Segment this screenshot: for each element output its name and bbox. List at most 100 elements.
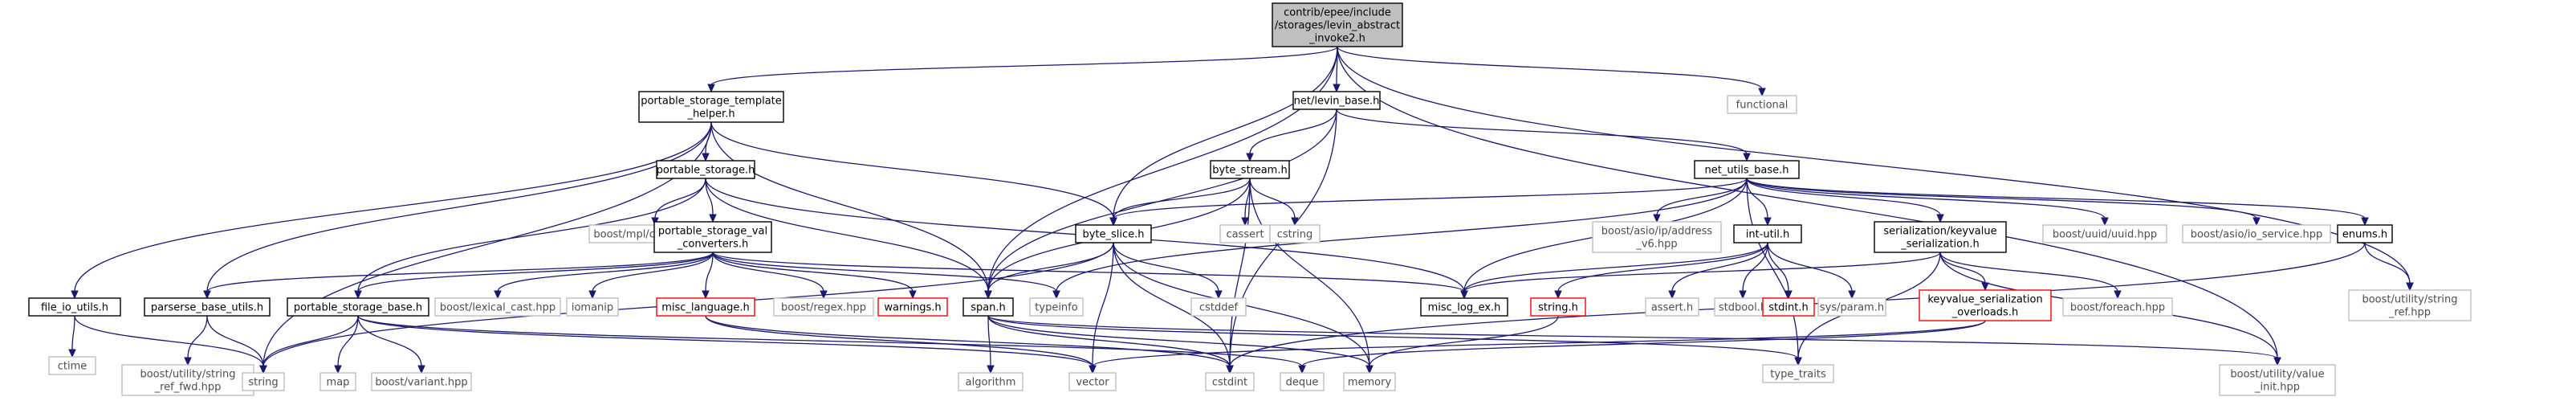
node-cassert: cassert: [1219, 224, 1271, 243]
node-foreach: boost/foreach.hpp: [2062, 297, 2173, 317]
edge-line: [1113, 46, 1338, 219]
node-string-h[interactable]: string.h: [1530, 297, 1586, 317]
node-box: [319, 372, 356, 391]
node-cstdint: cstdint: [1205, 372, 1255, 391]
edge-line: [1056, 178, 1748, 293]
node-box: [1530, 297, 1586, 317]
edge-arrowhead: [984, 290, 992, 300]
edge-line: [1671, 242, 1768, 293]
edge-arrowhead: [1739, 290, 1747, 300]
dependency-edge: [705, 178, 717, 223]
node-int-util[interactable]: int-util.h: [1733, 224, 1802, 243]
node-box: [2348, 289, 2472, 321]
dependency-edge: [184, 315, 208, 366]
dependency-edge: [259, 121, 712, 374]
node-deque: deque: [1280, 372, 1325, 391]
node-label: string.h: [1538, 302, 1578, 314]
node-iomanip: iomanip: [566, 297, 619, 317]
edge-line: [1463, 242, 1768, 293]
node-label: stdbool.h: [1719, 302, 1767, 314]
node-label: parserse_base_utils.h: [151, 302, 263, 314]
node-label: boost/foreach.hpp: [2070, 302, 2165, 314]
node-value-init: boost/utility/value_init.hpp: [2219, 364, 2336, 396]
node-byte-stream[interactable]: byte_stream.h: [1210, 160, 1290, 179]
node-psvc[interactable]: portable_storage_val_converters.h: [653, 221, 772, 253]
node-warnings[interactable]: warnings.h: [877, 297, 948, 317]
edge-arrowhead: [203, 290, 211, 300]
node-label: _ref.hpp: [2388, 307, 2431, 319]
node-label: portable_storage_template: [641, 96, 782, 108]
edge-line: [1336, 108, 1748, 155]
node-enums[interactable]: enums.h: [2337, 224, 2393, 243]
edge-arrowhead: [184, 357, 192, 366]
node-box: [28, 297, 121, 317]
edge-line: [1746, 178, 1941, 216]
node-functional: functional: [1727, 95, 1797, 114]
node-parserse[interactable]: parserse_base_utils.h: [144, 297, 271, 317]
node-box: [2337, 224, 2393, 243]
edge-line: [1249, 108, 1337, 155]
dependency-edge: [1653, 178, 1748, 223]
dependency-edge: [1109, 178, 1748, 227]
node-box: [1645, 297, 1699, 317]
edge-arrowhead: [1460, 290, 1468, 300]
edge-line: [1746, 178, 2366, 219]
edge-line: [206, 252, 714, 293]
node-ps[interactable]: portable_storage.h: [656, 160, 755, 179]
node-ctime: ctime: [48, 356, 96, 375]
edge-line: [357, 315, 1093, 367]
edge-line: [74, 121, 712, 293]
node-file-io[interactable]: file_io_utils.h: [28, 297, 121, 317]
node-net-levin[interactable]: net/levin_base.h: [1292, 91, 1381, 110]
edge-arrowhead: [987, 365, 995, 374]
dependency-edge: [71, 121, 712, 300]
edge-arrowhead: [494, 290, 502, 300]
edge-arrowhead: [702, 153, 710, 162]
node-psb[interactable]: portable_storage_base.h: [287, 297, 429, 317]
edge-line: [1746, 178, 2257, 219]
edge-line: [1369, 315, 1559, 367]
edge-line: [1656, 178, 1748, 216]
edge-line: [1113, 178, 1251, 219]
node-box: [144, 297, 271, 317]
node-label: algorithm: [966, 377, 1016, 389]
edge-line: [1337, 46, 1763, 90]
node-ser-kv[interactable]: serialization/keyvalue_serialization.h: [1874, 221, 2007, 253]
node-box: [1190, 297, 1247, 317]
edge-line: [1463, 252, 1941, 293]
edge-line: [705, 315, 1093, 367]
node-label: type_traits: [1770, 369, 1826, 381]
edge-line: [357, 315, 1303, 367]
node-psth[interactable]: portable_storage_template_helper.h: [638, 91, 784, 123]
node-box: [1210, 160, 1290, 179]
node-box: [638, 91, 784, 123]
edge-line: [1767, 242, 1789, 293]
node-misc-lang[interactable]: misc_language.h: [656, 297, 755, 317]
node-label: portable_storage_val: [658, 226, 767, 238]
dependency-edge: [1460, 252, 1941, 300]
node-byte-slice[interactable]: byte_slice.h: [1075, 224, 1152, 243]
node-span[interactable]: span.h: [962, 297, 1014, 317]
node-label: map: [327, 377, 350, 389]
node-box: [48, 356, 96, 375]
node-box: [1420, 297, 1508, 317]
node-root[interactable]: contrib/epee/include/storages/levin_abst…: [1272, 2, 1403, 47]
dependency-edge: [987, 315, 2281, 366]
node-box: [121, 364, 254, 396]
node-label: boost/utility/string: [140, 369, 235, 381]
node-kvso[interactable]: keyvalue_serialization_overloads.h: [1919, 289, 2052, 321]
node-label: boost/lexical_cast.hpp: [440, 302, 555, 314]
node-stdint[interactable]: stdint.h: [1762, 297, 1815, 317]
node-box: [877, 297, 948, 317]
edge-line: [1557, 242, 1768, 293]
node-label: keyvalue_serialization: [1927, 294, 2042, 306]
edge-line: [710, 121, 989, 293]
node-net-utils[interactable]: net_utils_base.h: [1694, 160, 1800, 179]
edge-arrowhead: [1298, 365, 1306, 374]
node-box: [566, 297, 619, 317]
node-box: [1029, 297, 1084, 317]
node-misc-log[interactable]: misc_log_ex.h: [1420, 297, 1508, 317]
edge-arrowhead: [2101, 217, 2109, 227]
dependency-edge: [1746, 178, 2261, 227]
edge-line: [2364, 242, 2411, 284]
